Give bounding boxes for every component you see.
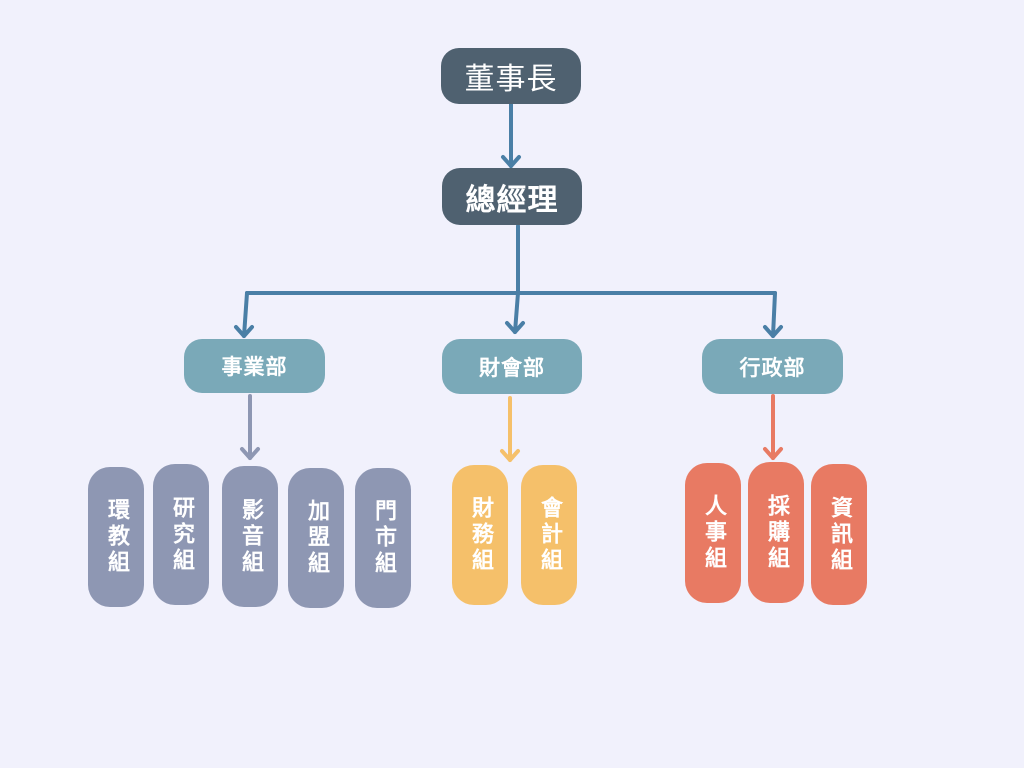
arrowhead-biz xyxy=(234,325,254,338)
unit-label: 加盟組 xyxy=(304,499,329,577)
dept-box-biz: 事業部 xyxy=(184,339,325,393)
connector-drop-fin xyxy=(513,291,520,334)
unit-box-fin-1: 會計組 xyxy=(521,465,577,605)
unit-box-adm-0: 人事組 xyxy=(685,463,741,603)
unit-box-biz-1: 研究組 xyxy=(153,464,209,605)
unit-box-biz-3: 加盟組 xyxy=(288,468,344,608)
arrowhead-ceo xyxy=(501,155,521,168)
unit-box-biz-4: 門市組 xyxy=(355,468,411,608)
dept-label-biz: 事業部 xyxy=(221,355,288,379)
unit-label: 影音組 xyxy=(238,497,263,576)
dept-label-adm: 行政部 xyxy=(739,355,806,380)
dept-box-fin: 財會部 xyxy=(442,339,582,394)
arrowhead-adm xyxy=(763,325,783,338)
unit-box-fin-0: 財務組 xyxy=(452,465,508,605)
unit-label: 研究組 xyxy=(169,495,194,574)
unit-box-adm-1: 採購組 xyxy=(748,462,804,603)
dept-box-adm: 行政部 xyxy=(702,339,843,394)
ceo-label: 總經理 xyxy=(465,182,559,218)
connector-drop-adm xyxy=(771,291,777,338)
chairman-label: 董事長 xyxy=(464,62,558,97)
unit-label: 環教組 xyxy=(104,498,129,576)
arrowhead-biz-units xyxy=(240,447,260,460)
unit-label: 會計組 xyxy=(537,496,562,574)
arrowhead-fin-units xyxy=(500,449,520,462)
chairman-box: 董事長 xyxy=(441,48,581,104)
connector-drop-biz xyxy=(242,291,249,338)
arrowhead-fin xyxy=(505,321,525,334)
unit-label: 財務組 xyxy=(468,496,493,574)
dept-label-fin: 財會部 xyxy=(479,355,545,380)
arrowhead-adm-units xyxy=(763,447,783,460)
ceo-box: 總經理 xyxy=(442,168,582,225)
unit-box-biz-2: 影音組 xyxy=(222,466,278,607)
unit-label: 資訊組 xyxy=(827,495,852,574)
unit-label: 採購組 xyxy=(764,493,789,572)
unit-box-biz-0: 環教組 xyxy=(88,467,144,607)
unit-box-adm-2: 資訊組 xyxy=(811,464,867,605)
unit-label: 人事組 xyxy=(701,494,726,572)
unit-label: 門市組 xyxy=(371,499,396,577)
